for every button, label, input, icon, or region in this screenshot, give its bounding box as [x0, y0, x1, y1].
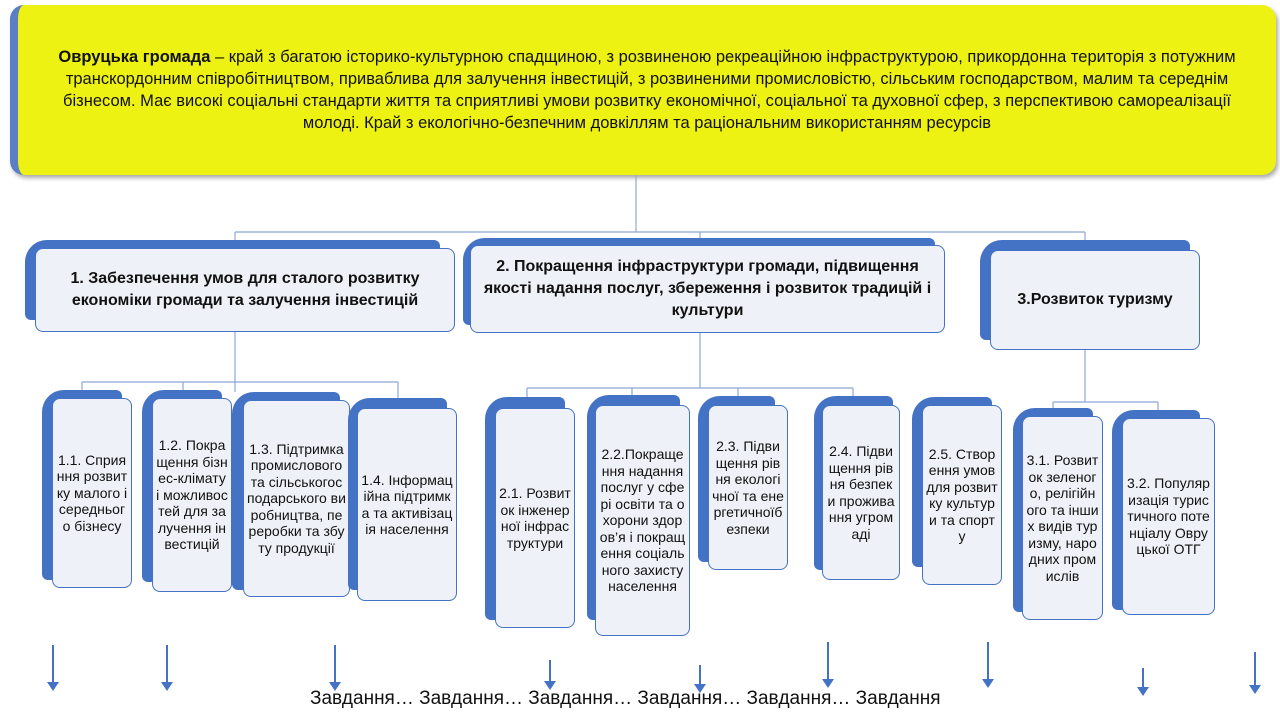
arrow-down-icon: [982, 642, 994, 688]
objective-label: 2.3. Підвищення рівня екологічної та ене…: [712, 438, 784, 537]
goal-1-label: 1. Забезпечення умов для сталого розвитк…: [70, 270, 420, 309]
objective-label: 2.1. Розвиток інженерної інфраструктури: [499, 485, 571, 551]
objective-label: 1.3. Підтримка промислового та сільськог…: [247, 440, 346, 556]
arrow-down-icon: [161, 645, 173, 691]
objective-2-2: 2.2.Покращення надання послуг у сфері ос…: [595, 405, 690, 636]
arrow-down-icon: [1249, 652, 1261, 694]
objective-label: 3.1. Розвиток зеленого, релігійного та і…: [1026, 452, 1099, 584]
objective-3-2: 3.2. Популяризація туристичного потенціа…: [1122, 418, 1215, 615]
objective-label: 3.2. Популяризація туристичного потенціа…: [1127, 475, 1210, 558]
objective-1-1: 1.1. Сприяння розвитку малого і середньо…: [52, 398, 132, 588]
goal-3-box: 3.Розвиток туризму: [990, 250, 1200, 350]
goal-1-box: 1. Забезпечення умов для сталого розвитк…: [35, 248, 455, 332]
objective-label: 2.4. Підвищення рівня безпеки проживання…: [827, 443, 895, 542]
objective-label: 1.4. Інформаційна підтримка та активізац…: [361, 471, 453, 538]
tasks-label: Завдання… Завдання… Завдання… Завдання… …: [310, 688, 941, 709]
arrow-down-icon: [47, 645, 59, 691]
objective-1-4: 1.4. Інформаційна підтримка та активізац…: [357, 408, 457, 601]
arrow-down-icon: [544, 660, 556, 690]
objective-1-2: 1.2. Покращення бізнес-клімату і можливо…: [152, 398, 232, 592]
goal-2-box: 2. Покращення інфраструктури громади, пі…: [470, 245, 945, 333]
objective-label: 2.5. Створення умов для розвитку культур…: [926, 445, 998, 545]
objective-1-3: 1.3. Підтримка промислового та сільськог…: [243, 400, 350, 597]
goal-2-label: 2. Покращення інфраструктури громади, пі…: [483, 258, 932, 319]
objective-2-3: 2.3. Підвищення рівня екологічної та ене…: [708, 405, 788, 570]
arrow-down-icon: [822, 642, 834, 688]
objective-2-1: 2.1. Розвиток інженерної інфраструктури: [495, 408, 575, 628]
vision-statement: Овруцька громада – край з багатою істори…: [10, 5, 1276, 175]
arrow-down-icon: [1137, 668, 1149, 696]
objective-label: 2.2.Покращення надання послуг у сфері ос…: [599, 446, 686, 595]
goal-3-label: 3.Розвиток туризму: [1017, 291, 1173, 308]
objective-label: 1.1. Сприяння розвитку малого і середньо…: [56, 451, 128, 534]
objective-2-5: 2.5. Створення умов для розвитку культур…: [922, 405, 1002, 585]
arrow-down-icon: [329, 645, 341, 691]
arrow-down-icon: [694, 665, 706, 693]
vision-title: Овруцька громада: [58, 48, 211, 66]
objective-2-4: 2.4. Підвищення рівня безпеки проживання…: [822, 405, 900, 580]
objective-label: 1.2. Покращення бізнес-клімату і можливо…: [156, 437, 228, 553]
vision-text: – край з багатою історико-культурною спа…: [63, 48, 1236, 132]
objective-3-1: 3.1. Розвиток зеленого, релігійного та і…: [1022, 416, 1103, 620]
